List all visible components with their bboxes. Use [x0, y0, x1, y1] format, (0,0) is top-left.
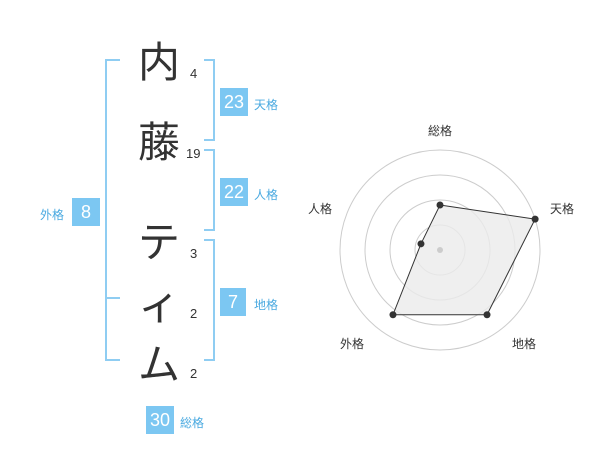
radar-point-2 — [483, 311, 491, 319]
stroke-count-1: 4 — [190, 66, 198, 81]
name-char-1: 内 — [137, 38, 180, 87]
soukaku-value: 30 — [146, 406, 174, 434]
radar-point-3 — [389, 311, 397, 319]
name-char-3: テ — [137, 218, 180, 267]
soukaku-label: 総格 — [180, 416, 205, 430]
radar-point-1 — [531, 215, 539, 223]
radar-point-0 — [436, 201, 444, 209]
gaikaku-bracket — [105, 59, 120, 361]
tenkaku-label: 天格 — [254, 98, 279, 112]
stroke-count-2: 19 — [186, 146, 201, 161]
jinkaku-label: 人格 — [254, 188, 279, 202]
name-char-2: 藤 — [137, 118, 180, 167]
name-char-5: ム — [137, 340, 180, 389]
gaikaku-label: 外格 — [40, 208, 65, 222]
chikaku-value: 7 — [220, 288, 246, 316]
tenkaku-bracket — [204, 59, 215, 141]
name-char-4: ィ — [137, 280, 180, 329]
radar-center-point — [437, 247, 443, 253]
radar-axis-label-jinkaku: 人格 — [308, 202, 333, 216]
gaikaku-value: 8 — [72, 198, 100, 226]
jinkaku-bracket — [204, 149, 215, 231]
stroke-count-3: 3 — [190, 246, 198, 261]
radar-point-4 — [417, 240, 425, 248]
radar-axis-label-chikaku: 地格 — [512, 337, 537, 351]
chikaku-label: 地格 — [254, 298, 279, 312]
radar-axis-label-soukaku: 総格 — [428, 124, 453, 138]
radar-series-area — [392, 204, 536, 316]
jinkaku-value: 22 — [220, 178, 248, 206]
radar-ring-4 — [339, 149, 541, 351]
stroke-count-4: 2 — [190, 306, 198, 321]
radar-axis-label-tenkaku: 天格 — [550, 202, 575, 216]
tenkaku-value: 23 — [220, 88, 248, 116]
stroke-count-5: 2 — [190, 366, 198, 381]
chikaku-bracket — [204, 239, 215, 361]
radar-axis-label-gaikaku: 外格 — [340, 337, 365, 351]
